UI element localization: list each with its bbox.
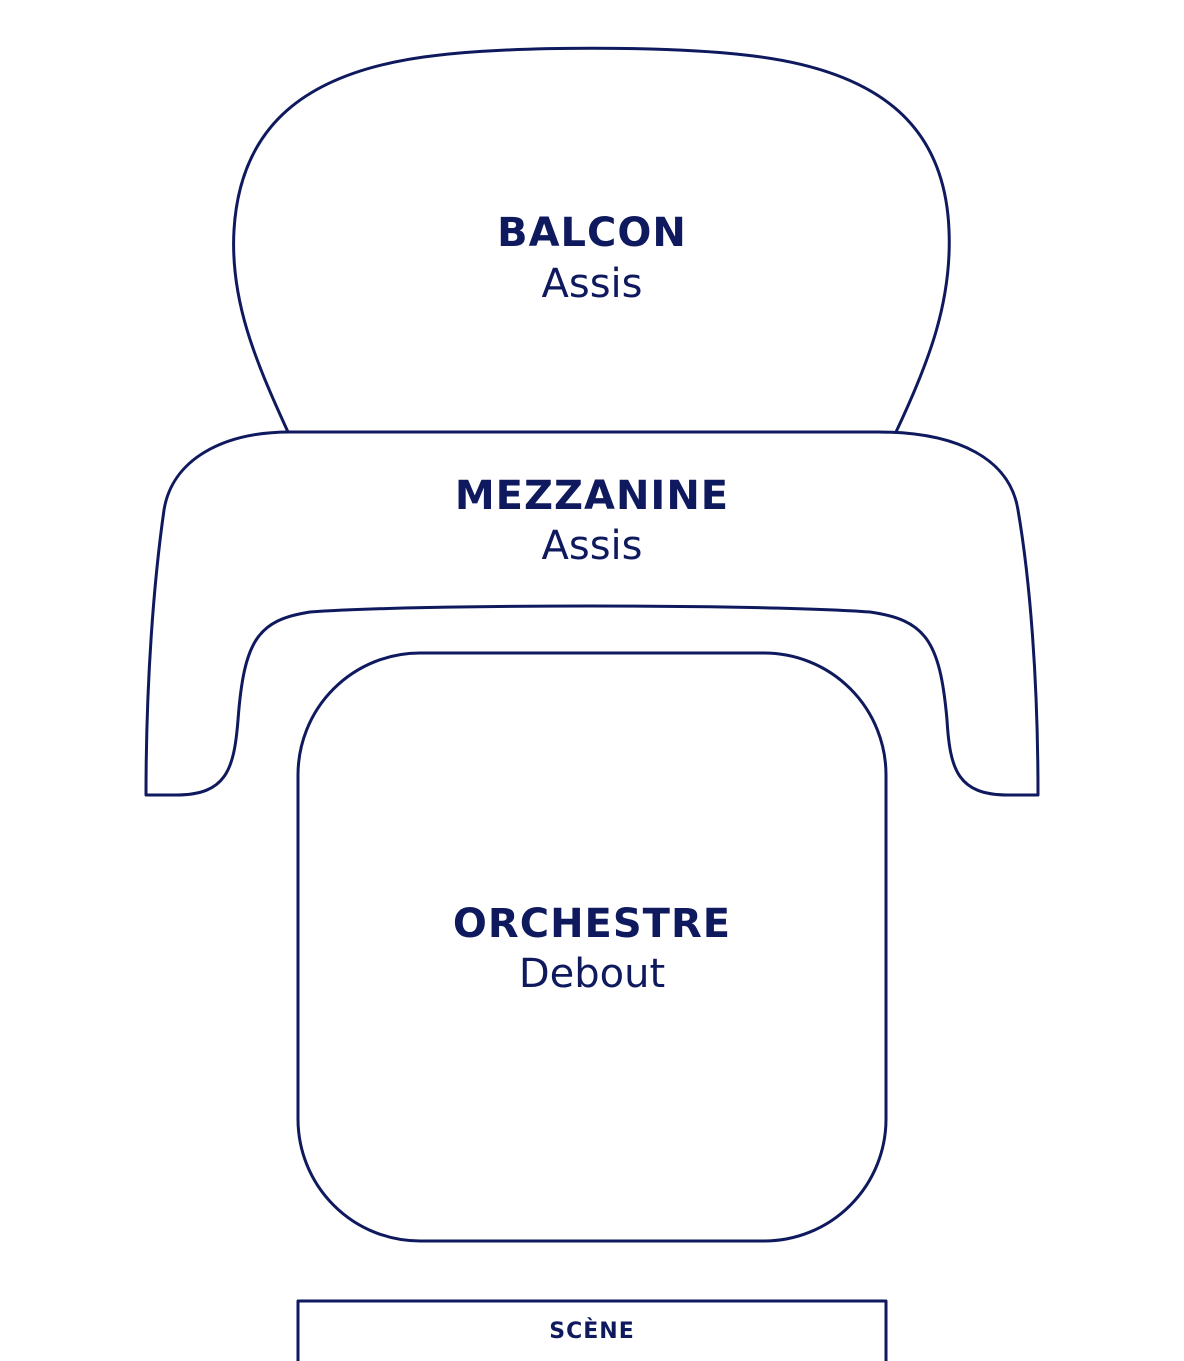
stage-label: SCÈNE bbox=[549, 1318, 634, 1344]
balcon-kind-label: Assis bbox=[542, 261, 643, 307]
section-balcon[interactable]: BALCON Assis bbox=[232, 46, 951, 433]
balcon-name-label: BALCON bbox=[497, 210, 687, 256]
balcon-shape[interactable] bbox=[232, 46, 951, 433]
section-orchestre[interactable]: ORCHESTRE Debout bbox=[296, 651, 888, 1243]
mezzanine-kind-label: Assis bbox=[542, 523, 643, 569]
orchestre-kind-label: Debout bbox=[519, 951, 665, 997]
orchestre-name-label: ORCHESTRE bbox=[453, 901, 731, 947]
stage-shape bbox=[296, 1299, 888, 1361]
section-mezzanine[interactable]: MEZZANINE Assis bbox=[144, 430, 1040, 797]
mezzanine-name-label: MEZZANINE bbox=[455, 473, 729, 519]
mezzanine-shape[interactable] bbox=[144, 430, 1040, 797]
stage-area: SCÈNE bbox=[296, 1299, 888, 1361]
orchestre-shape[interactable] bbox=[296, 651, 888, 1243]
